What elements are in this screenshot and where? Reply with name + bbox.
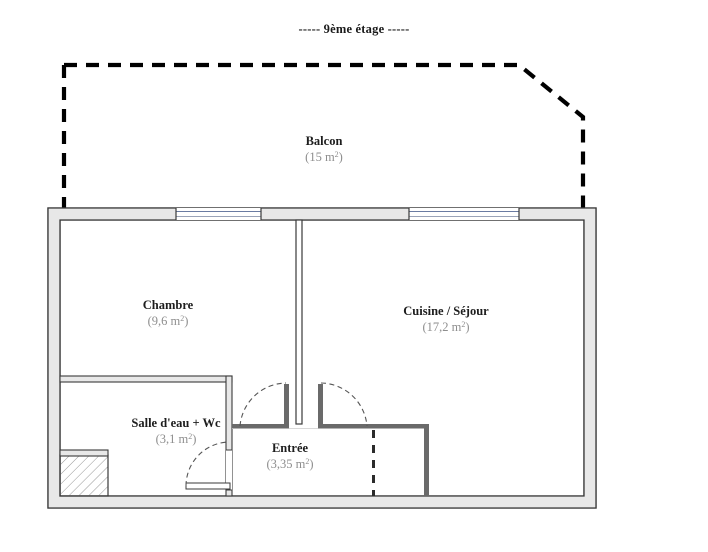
top-wall-windows — [175, 208, 520, 220]
room-area-entree: (3,35 m2) — [266, 457, 313, 471]
room-area-chambre: (9,6 m2) — [148, 314, 189, 328]
room-area-cuisine-sejour: (17,2 m2) — [422, 320, 469, 334]
nook-wall-vertical — [424, 424, 429, 496]
wall-band-right — [584, 208, 596, 508]
utility-shaft-cap — [59, 449, 109, 457]
entree-door-reveal-left — [284, 384, 289, 429]
entree-door-swing-arc-left — [239, 382, 287, 427]
bathroom-door — [185, 441, 231, 490]
entree-wall-nook-top — [371, 424, 429, 429]
floor-title: ----- 9ème étage ----- — [299, 22, 410, 36]
entree-wall-right-segment — [323, 424, 371, 429]
bathroom-door-opening — [226, 450, 232, 490]
utility-shaft — [59, 449, 109, 497]
room-label-cuisine-sejour: Cuisine / Séjour (17,2 m2) — [403, 304, 489, 334]
entree-nook — [372, 424, 429, 496]
bathroom-door-leaf — [185, 482, 231, 490]
entree-door-arcs — [239, 382, 368, 427]
entree-top-walls — [232, 384, 429, 429]
room-name-cuisine-sejour: Cuisine / Séjour — [403, 304, 489, 318]
partition-chambre-cuisine — [295, 219, 303, 425]
room-name-chambre: Chambre — [143, 298, 194, 312]
room-name-entree: Entrée — [272, 441, 309, 455]
bathroom-door-swing-arc — [185, 441, 230, 487]
room-name-balcon: Balcon — [306, 134, 343, 148]
room-label-entree: Entrée (3,35 m2) — [266, 441, 313, 471]
room-label-balcon: Balcon (15 m2) — [305, 134, 343, 164]
balcony-outline — [61, 62, 586, 211]
wall-band-bottom — [48, 496, 596, 508]
bathroom-wall-top — [59, 375, 233, 383]
room-area-balcon: (15 m2) — [305, 150, 343, 164]
window-opening-1-clear — [176, 208, 261, 220]
room-area-salle-eau-wc: (3,1 m2) — [156, 432, 197, 446]
room-name-salle-eau-wc: Salle d'eau + Wc — [131, 416, 221, 430]
central-partition-wall — [295, 219, 303, 425]
room-label-salle-eau-wc: Salle d'eau + Wc (3,1 m2) — [131, 416, 221, 446]
utility-shaft-hatched-block — [59, 454, 109, 497]
bathroom-wall-right — [225, 375, 233, 497]
bathroom-walls — [59, 375, 233, 497]
wall-band-left — [48, 208, 60, 508]
entree-door-reveal-right — [318, 384, 323, 429]
balcony-dashed-top-right — [64, 62, 586, 211]
entree-door-swing-arc-right — [320, 382, 368, 427]
entree-wall-left-segment — [232, 424, 284, 429]
window-opening-2-clear — [409, 208, 519, 220]
room-label-chambre: Chambre (9,6 m2) — [143, 298, 194, 328]
